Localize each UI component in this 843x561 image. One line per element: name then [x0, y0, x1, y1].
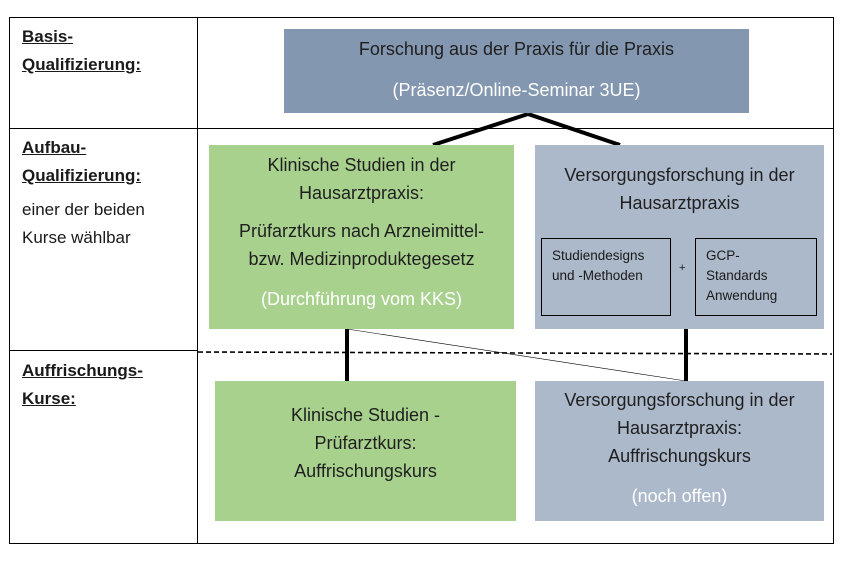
module-a-line-1: Studiendesigns: [552, 248, 645, 263]
aufbau-note-line-1: einer der beiden: [22, 200, 145, 219]
versorgung-refresh-line-1: Versorgungsforschung in der: [564, 390, 795, 410]
module-studiendesigns: Studiendesigns und -Methoden: [541, 238, 671, 316]
connector-basis-to-versorgung: [527, 112, 621, 147]
module-b-line-2: Standards: [706, 268, 768, 283]
klinisch-line-1: Klinische Studien in der: [267, 155, 456, 175]
box-basis-seminar: Forschung aus der Praxis für die Praxis …: [284, 29, 749, 113]
klinisch-refresh-line-2: Prüfarztkurs:: [314, 433, 417, 453]
klinisch-line-2: Hausarztpraxis:: [298, 183, 425, 203]
versorgung-refresh-line-3: Auffrischungskurs: [608, 446, 751, 466]
box-versorgungsforschung: Versorgungsforschung in der Hausarztprax…: [535, 145, 824, 329]
klinisch-refresh-line-1: Klinische Studien -: [290, 405, 441, 425]
row-divider-1: [9, 128, 833, 129]
klinisch-line-4: bzw. Medizinproduktegesetz: [248, 249, 475, 269]
basis-heading-line-1: Basis-: [22, 27, 74, 46]
column-divider: [197, 17, 198, 543]
basis-heading-line-2: Qualifizierung:: [22, 55, 141, 74]
dashed-separator: [197, 351, 833, 355]
table-frame: [9, 17, 834, 544]
row-label-aufbau: Aufbau- Qualifizierung: einer der beiden…: [22, 134, 145, 252]
aufbau-heading-line-1: Aufbau-: [22, 138, 87, 157]
versorgung-line-1: Versorgungsforschung in der: [564, 165, 795, 185]
module-b-line-1: GCP-: [706, 248, 740, 263]
connector-basis-to-klinisch: [432, 112, 529, 147]
versorgung-refresh-note: (noch offen): [631, 486, 728, 506]
module-b-line-3: Anwendung: [706, 288, 778, 303]
box-klinische-studien: Klinische Studien in der Hausarztpraxis:…: [209, 145, 514, 329]
aufbau-note-line-2: Kurse wählbar: [22, 228, 131, 247]
klinisch-note: (Durchführung vom KKS): [260, 289, 463, 309]
basis-subtitle: (Präsenz/Online-Seminar 3UE): [392, 80, 641, 100]
module-gcp-standards: GCP- Standards Anwendung: [695, 238, 817, 316]
basis-title: Forschung aus der Praxis für die Praxis: [358, 39, 675, 59]
row-label-auffrischung: Auffrischungs- Kurse:: [22, 357, 143, 413]
box-klinische-auffrischung: Klinische Studien - Prüfarztkurs: Auffri…: [215, 381, 516, 521]
versorgung-line-2: Hausarztpraxis: [619, 193, 740, 213]
auffrischung-heading-line-2: Kurse:: [22, 389, 76, 408]
module-a-line-2: und -Methoden: [552, 268, 643, 283]
auffrischung-heading-line-1: Auffrischungs-: [22, 361, 143, 380]
row-label-basis: Basis- Qualifizierung:: [22, 23, 141, 79]
versorgung-refresh-line-2: Hausarztpraxis:: [616, 418, 743, 438]
klinisch-line-3: Prüfarztkurs nach Arzneimittel-: [238, 221, 485, 241]
klinisch-refresh-line-3: Auffrischungskurs: [294, 461, 437, 481]
box-versorgung-auffrischung: Versorgungsforschung in der Hausarztprax…: [535, 381, 824, 521]
module-plus-sign: +: [679, 262, 686, 274]
row-divider-2: [9, 350, 198, 351]
connector-cross-thin: [346, 328, 687, 382]
aufbau-heading-line-2: Qualifizierung:: [22, 166, 141, 185]
